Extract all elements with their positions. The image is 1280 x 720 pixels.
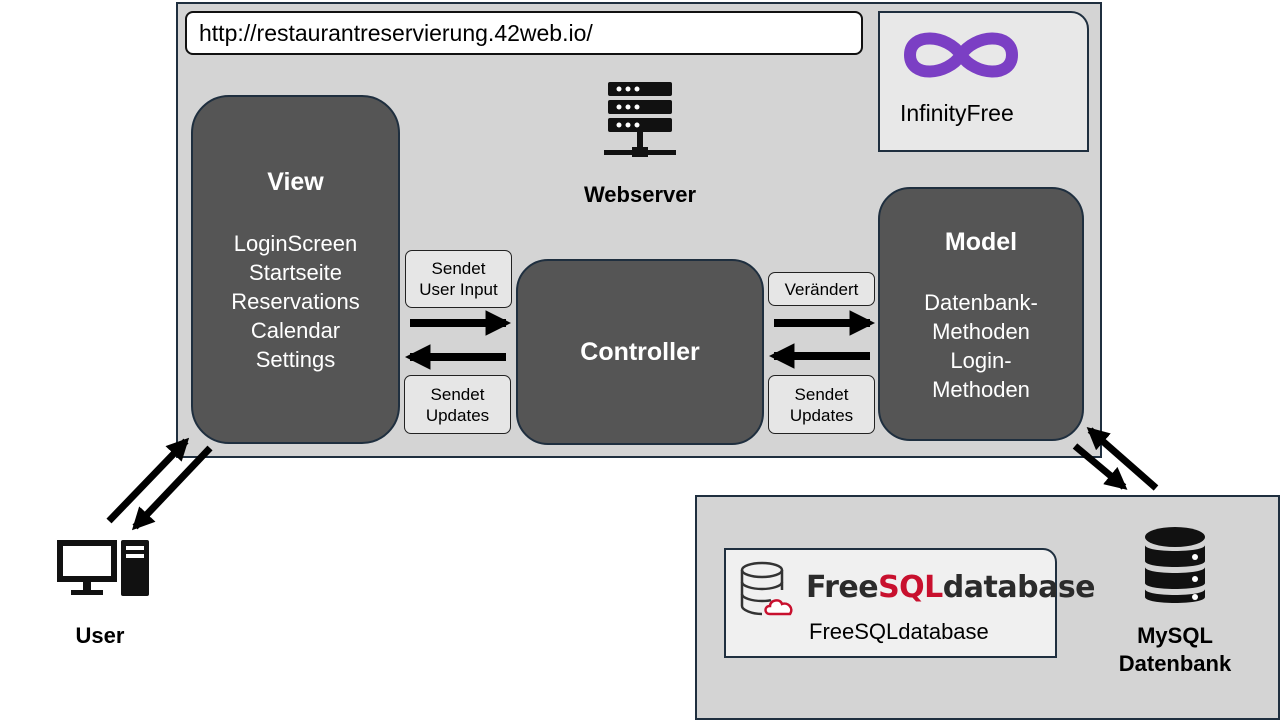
model-items: Datenbank- Methoden Login- Methoden — [878, 288, 1084, 404]
database-provider-brand: FreeSQLdatabase — [806, 570, 1096, 605]
edge-label-line: Sendet — [430, 384, 485, 404]
view-box — [191, 95, 400, 444]
database-cloud-icon — [740, 561, 793, 616]
edge-label-line: User Input — [419, 280, 498, 299]
view-title: View — [267, 168, 324, 196]
edge-label-line: Sendet — [431, 259, 486, 278]
arrow-user-to-view — [106, 437, 190, 524]
view-item: LoginScreen — [233, 231, 358, 256]
view-item: Reservations — [231, 289, 360, 314]
model-item: Login- — [950, 348, 1012, 373]
database-provider-name: FreeSQLdatabase — [809, 619, 989, 644]
edge-label-sends-updates-view: Sendet Updates — [404, 375, 511, 434]
hosting-name: InfinityFree — [900, 100, 1014, 126]
edge-label-line: Verändert — [784, 279, 859, 299]
user-label: User — [75, 623, 125, 648]
server-icon — [604, 82, 676, 157]
controller-title: Controller — [580, 338, 700, 366]
model-item: Methoden — [932, 377, 1030, 402]
view-items: LoginScreen Startseite Reservations Cale… — [191, 229, 400, 374]
mysql-label-line: Datenbank — [1118, 651, 1232, 676]
model-item: Methoden — [932, 319, 1030, 344]
arrow-view-to-user — [131, 445, 213, 531]
edge-label-sends-input: Sendet User Input — [405, 250, 512, 308]
infinity-logo-icon — [904, 32, 1018, 78]
controller-box — [516, 259, 764, 445]
edge-label-line: Sendet — [794, 384, 849, 404]
model-title: Model — [944, 228, 1018, 256]
mysql-label-line: MySQL — [1137, 623, 1213, 648]
view-item: Calendar — [250, 318, 341, 343]
model-box — [878, 187, 1084, 441]
view-item: Startseite — [249, 260, 342, 285]
view-item: Settings — [255, 347, 336, 372]
arrow-db-to-model — [1086, 427, 1159, 491]
edge-label-sends-updates-model: Sendet Updates — [768, 375, 875, 434]
model-item: Datenbank- — [924, 290, 1038, 315]
computer-icon — [57, 540, 149, 596]
edge-label-changes: Verändert — [768, 272, 875, 306]
url-bar: http://restaurantreservierung.42web.io/ — [185, 11, 863, 55]
database-icon — [1145, 527, 1205, 603]
edge-label-line: Updates — [425, 405, 490, 425]
mysql-label: MySQL Datenbank — [1100, 622, 1250, 678]
webserver-label: Webserver — [583, 182, 697, 207]
edge-label-line: Updates — [789, 405, 854, 425]
arrow-model-to-db — [1072, 443, 1128, 490]
